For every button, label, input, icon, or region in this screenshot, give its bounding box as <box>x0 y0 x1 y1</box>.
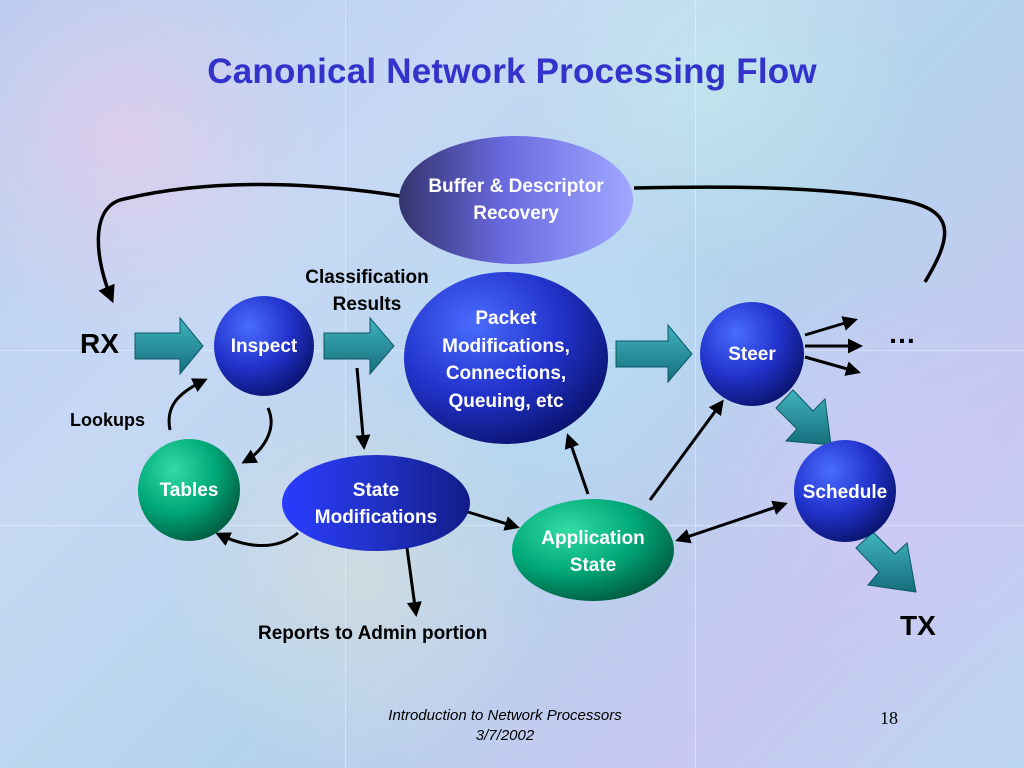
app-state-label: Application State <box>541 528 645 576</box>
schedule-node <box>794 440 896 542</box>
lookups-label: Lookups <box>70 410 145 430</box>
inspect-to-state-arrow <box>355 367 371 450</box>
buffer-recovery-node <box>399 136 633 264</box>
tables-node <box>138 439 240 541</box>
output-to-buffer-line <box>633 185 947 283</box>
state-to-tables-arrow <box>215 531 299 547</box>
buffer-to-rx-arrow <box>96 182 401 304</box>
appstate-schedule-arrow <box>675 500 788 544</box>
footer-date: 3/7/2002 <box>475 727 535 744</box>
app-state-node <box>512 499 674 601</box>
steer-to-schedule-block-arrow <box>775 389 832 446</box>
packet-label: Packet Modifications, Connections, Queui… <box>442 308 570 412</box>
steer-out-arrow-3 <box>804 355 861 376</box>
schedule-to-tx-block-arrow <box>855 531 917 593</box>
state-to-reports-arrow <box>405 547 422 617</box>
inspect-node <box>214 296 314 396</box>
page-number: 18 <box>880 708 898 728</box>
reports-label: Reports to Admin portion <box>258 623 488 644</box>
rx-block-arrow <box>134 316 204 376</box>
state-mod-label: State Modifications <box>314 480 438 528</box>
inspect-to-packet-block-arrow <box>323 316 395 376</box>
slide-title: Canonical Network Processing Flow <box>207 52 817 91</box>
schedule-label: Schedule <box>802 481 888 503</box>
rx-label: RX <box>80 328 119 359</box>
inspect-to-tables-arrow <box>241 407 273 464</box>
footer-course: Introduction to Network Processors <box>388 707 622 724</box>
tables-label: Tables <box>159 479 219 501</box>
packet-to-steer-block-arrow <box>615 323 693 384</box>
footer-note: Introduction to Network Processors 3/7/2… <box>330 706 680 746</box>
state-mod-node <box>282 455 470 551</box>
steer-out-arrow-1 <box>804 316 858 337</box>
ellipsis-label: … <box>888 318 916 349</box>
state-to-appstate-arrow <box>467 510 520 531</box>
classification-label: Classification Results <box>305 267 429 315</box>
appstate-to-packet-arrow <box>564 433 590 495</box>
steer-label: Steer <box>728 343 776 365</box>
buffer-recovery-label: Buffer & Descriptor Recovery <box>428 176 604 224</box>
inspect-label: Inspect <box>230 335 298 357</box>
appstate-to-steer-arrow <box>648 399 724 501</box>
packet-node <box>404 272 608 444</box>
steer-node <box>700 302 804 406</box>
tx-label: TX <box>900 610 936 641</box>
lookups-arrow <box>167 378 208 431</box>
